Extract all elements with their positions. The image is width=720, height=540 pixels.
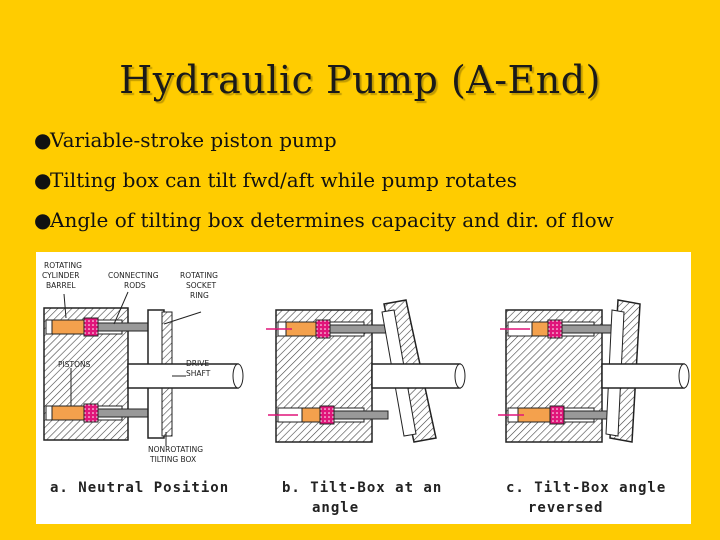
piston-upper	[531, 321, 549, 337]
label-tilting-box: TILTING BOX	[149, 455, 196, 464]
piston-head-lower	[83, 403, 99, 423]
caption-b: angle	[312, 500, 359, 516]
leader-line	[63, 293, 67, 319]
label-drive-shaft: DRIVE	[186, 359, 209, 368]
panel-a-neutral: ROTATING CYLINDER BARREL CONNECTING RODS…	[42, 261, 244, 496]
pump-diagram-svg: ROTATING CYLINDER BARREL CONNECTING RODS…	[42, 261, 690, 516]
bullet-dot: ●	[34, 208, 52, 232]
piston-lower	[301, 407, 321, 423]
piston-head-upper	[547, 319, 563, 339]
caption-b: b. Tilt-Box at an	[282, 480, 442, 496]
bullet-text: Tilting box can tilt fwd/aft while pump …	[50, 168, 517, 192]
label-drive-shaft: SHAFT	[186, 369, 211, 378]
bullet-text: Variable-stroke piston pump	[50, 128, 337, 152]
bullet-text: Angle of tilting box determines capacity…	[50, 208, 614, 232]
connecting-rod-upper	[97, 322, 151, 332]
bullet-dot: ●	[34, 128, 52, 152]
panel-b-tilted: b. Tilt-Box at an angle	[266, 299, 466, 516]
connecting-rod-upper	[561, 324, 617, 334]
bullet-item: ●Angle of tilting box determines capacit…	[34, 200, 614, 240]
label-rotating-cylinder: BARREL	[46, 281, 76, 290]
label-rotating-cylinder: CYLINDER	[42, 271, 79, 280]
label-connecting-rods: CONNECTING	[108, 271, 159, 280]
label-socket-ring: RING	[190, 291, 209, 300]
piston-lower	[51, 405, 87, 421]
panel-c-reversed: c. Tilt-Box angle reversed	[498, 299, 690, 516]
slide-title: Hydraulic Pump (A-End)	[119, 58, 601, 102]
drive-shaft	[601, 363, 685, 389]
drive-shaft-end	[678, 363, 690, 389]
label-pistons: PISTONS	[58, 360, 91, 369]
pump-diagram-figure: ROTATING CYLINDER BARREL CONNECTING RODS…	[36, 252, 691, 524]
drive-shaft-end	[232, 363, 244, 389]
piston-head-upper	[315, 319, 331, 339]
piston-upper	[51, 319, 87, 335]
connecting-rod-upper	[329, 324, 387, 334]
caption-a: a. Neutral Position	[50, 480, 229, 496]
piston-head-upper	[83, 317, 99, 337]
leader-line	[113, 291, 129, 325]
bullet-dot: ●	[34, 168, 52, 192]
bullet-item: ●Tilting box can tilt fwd/aft while pump…	[34, 160, 614, 200]
connecting-rod-lower	[97, 408, 151, 418]
caption-c: reversed	[528, 500, 603, 516]
drive-shaft	[371, 363, 461, 389]
piston-head-lower	[549, 405, 565, 425]
label-connecting-rods: RODS	[124, 281, 146, 290]
label-rotating-cylinder: ROTATING	[44, 261, 82, 270]
piston-head-lower	[319, 405, 335, 425]
label-socket-ring: SOCKET	[186, 281, 217, 290]
label-socket-ring: ROTATING	[180, 271, 218, 280]
drive-shaft-end	[454, 363, 466, 389]
bullet-list: ●Variable-stroke piston pump ●Tilting bo…	[34, 120, 614, 240]
caption-c: c. Tilt-Box angle	[506, 480, 666, 496]
connecting-rod-lower	[333, 410, 389, 420]
bullet-item: ●Variable-stroke piston pump	[34, 120, 614, 160]
label-tilting-box: NONROTATING	[148, 445, 203, 454]
leader-line	[163, 311, 202, 325]
